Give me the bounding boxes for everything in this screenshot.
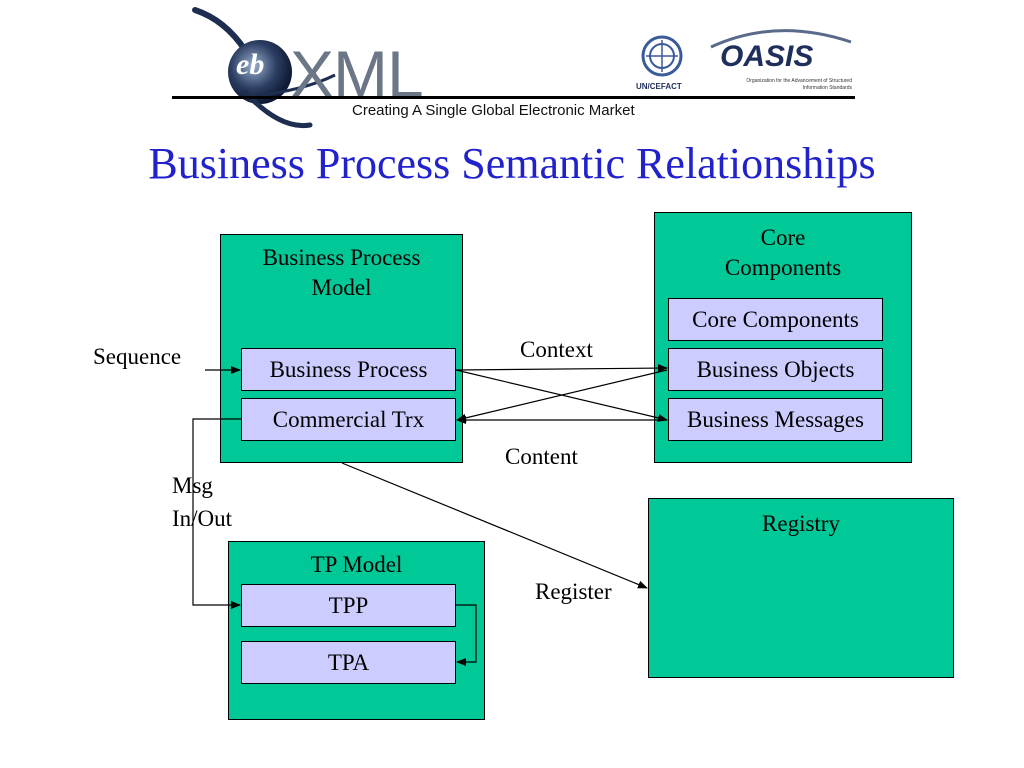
context-line-bp-to-bo bbox=[455, 364, 668, 373]
header-tagline: Creating A Single Global Electronic Mark… bbox=[352, 102, 635, 119]
business-objects-item: Business Objects bbox=[668, 348, 883, 391]
un-emblem-icon bbox=[641, 35, 683, 77]
oasis-logo-text: OASIS bbox=[720, 40, 814, 73]
header-rule bbox=[172, 96, 855, 99]
context-label: Context bbox=[520, 337, 593, 362]
oasis-logo-subtitle: Organization for the Advancement of Stru… bbox=[746, 78, 852, 91]
tpp-item: TPP bbox=[241, 584, 456, 627]
register-label: Register bbox=[535, 579, 612, 604]
tpa-item: TPA bbox=[241, 641, 456, 684]
content-label: Content bbox=[505, 444, 578, 469]
inout-label: In/Out bbox=[172, 506, 233, 531]
registry-box: Registry bbox=[648, 498, 954, 678]
core-components-title: Core Components bbox=[724, 225, 842, 280]
oasis-swoosh-icon bbox=[710, 29, 852, 49]
tp-model-box: TP Model bbox=[228, 541, 485, 720]
uncefact-logo-text: UN/CEFACT bbox=[636, 82, 682, 91]
registry-title: Registry bbox=[762, 511, 840, 536]
ebxml-globe-icon bbox=[192, 7, 336, 129]
page-title: Business Process Semantic Relationships bbox=[148, 139, 876, 188]
tp-model-title: TP Model bbox=[310, 552, 403, 577]
msg-label: Msg bbox=[172, 473, 213, 498]
business-process-item: Business Process bbox=[241, 348, 456, 391]
content-line-bo-to-ct bbox=[456, 369, 668, 422]
header: eb XML Creating A Single Global Electron… bbox=[0, 0, 1024, 130]
commercial-trx-item: Commercial Trx bbox=[241, 398, 456, 441]
core-components-item: Core Components bbox=[668, 298, 883, 341]
context-line-bp-to-bm bbox=[455, 369, 668, 422]
ebxml-logo-text: XML bbox=[290, 37, 424, 111]
business-process-model-title: Business Process Model bbox=[262, 245, 421, 300]
business-messages-item: Business Messages bbox=[668, 398, 883, 441]
ebxml-logo-prefix: eb bbox=[236, 48, 265, 81]
sequence-label: Sequence bbox=[93, 344, 182, 369]
